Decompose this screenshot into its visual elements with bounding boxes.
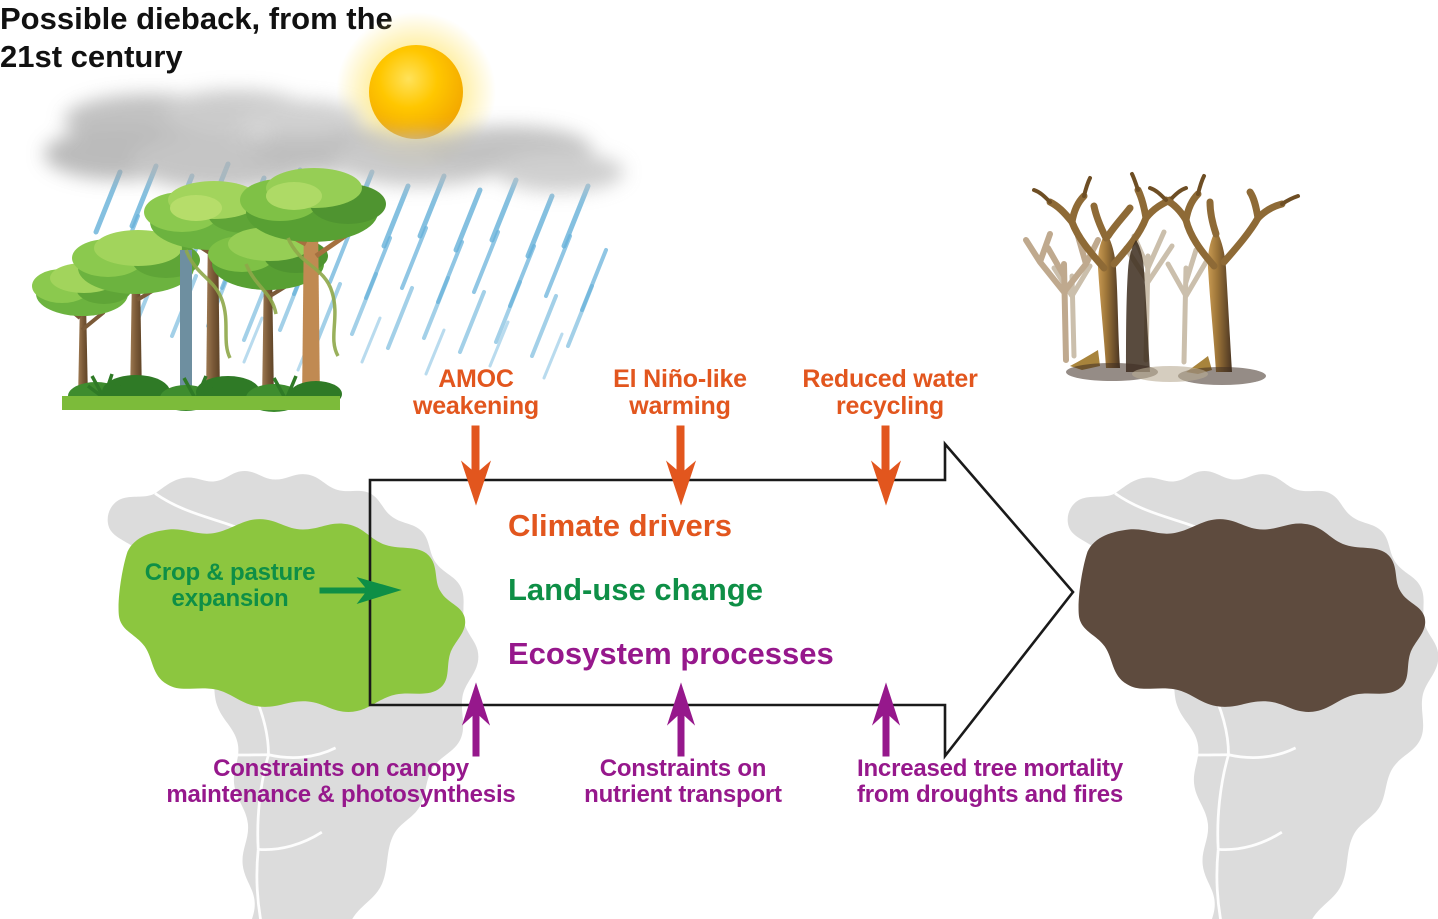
down-arrow-group — [460, 425, 902, 506]
driver-label-el-nino: El Niño-like warming — [613, 365, 747, 420]
dead-tree-main-2 — [1148, 174, 1300, 374]
driver-label-amoc: AMOC weakening — [412, 365, 540, 420]
down-arrow-el-nino — [665, 425, 697, 506]
driver-label-crop-pasture-expansion: Crop & pasture expansion — [144, 559, 316, 612]
right-arrow-crop — [319, 577, 402, 604]
category-climate-drivers: Climate drivers — [508, 508, 732, 543]
dead-tree-silhouette — [1126, 240, 1150, 372]
up-arrow-mortality — [871, 682, 901, 757]
dead-tree-main-1 — [1032, 172, 1188, 370]
dead-trees — [1023, 172, 1300, 385]
up-arrow-group — [461, 682, 901, 757]
driver-label-canopy-constraints: Constraints on canopy maintenance & phot… — [166, 755, 516, 808]
cloud-icon — [44, 90, 624, 192]
page-title: Possible dieback, from the 21st century — [0, 1, 393, 74]
down-arrow-recycling — [870, 425, 902, 506]
down-arrow-amoc — [460, 425, 492, 506]
driver-label-nutrient-transport: Constraints on nutrient transport — [584, 755, 782, 808]
up-arrow-canopy — [461, 682, 491, 757]
up-arrow-nutrient — [666, 682, 696, 757]
driver-label-tree-mortality: Increased tree mortality from droughts a… — [856, 755, 1124, 808]
vines — [184, 237, 340, 359]
driver-label-reduced-water-recycling: Reduced water recycling — [802, 365, 978, 420]
rainforest-trees — [32, 168, 386, 412]
category-ecosystem-processes: Ecosystem processes — [508, 636, 834, 671]
category-land-use-change: Land-use change — [508, 572, 763, 607]
